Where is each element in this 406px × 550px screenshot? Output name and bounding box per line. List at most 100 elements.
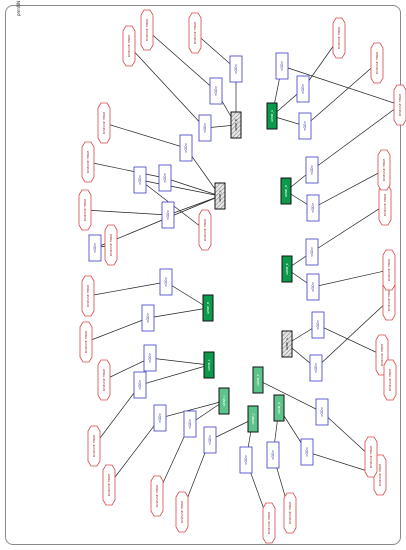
disease-node[interactable]: DISEASE TERM — [332, 17, 346, 59]
interaction-node[interactable]: <GO> — [266, 441, 280, 469]
disease-shape — [81, 141, 95, 183]
disease-label: DISEASE TERM — [337, 26, 341, 49]
disease-shape — [370, 42, 384, 84]
interaction-node[interactable]: <GO> — [143, 344, 157, 372]
interaction-label: <GO> — [164, 277, 168, 288]
disease-node[interactable]: DISEASE TERM — [87, 425, 101, 467]
disease-node[interactable]: DISEASE TERM — [102, 464, 116, 506]
disease-label: DISEASE TERM — [193, 21, 197, 44]
gene-box — [266, 102, 278, 130]
disease-label: DISEASE TERM — [387, 258, 391, 281]
gene-disease-edge — [285, 169, 385, 209]
disease-label: DISEASE TERM — [155, 484, 159, 507]
disease-node[interactable]: DISEASE TERM — [283, 492, 297, 534]
disease-node[interactable]: DISEASE TERM — [175, 491, 189, 533]
disease-node[interactable]: DISEASE TERM — [97, 102, 111, 144]
gene-node[interactable]: GENE_E — [281, 255, 293, 283]
interaction-node[interactable]: <GO> — [296, 75, 310, 103]
interaction-box — [311, 311, 325, 339]
disease-label: DISEASE TERM — [387, 288, 391, 311]
disease-node[interactable]: DISEASE TERM — [262, 502, 276, 544]
disease-node[interactable]: DISEASE TERM — [188, 12, 202, 54]
interaction-node[interactable]: <GO> — [153, 404, 167, 432]
disease-node[interactable]: DISEASE TERM — [79, 321, 93, 363]
interaction-node[interactable]: <GO> — [306, 194, 320, 222]
interaction-node[interactable]: <GO> — [311, 311, 325, 339]
interaction-node[interactable]: <GO> — [239, 446, 253, 474]
interaction-node[interactable]: <GO> — [315, 398, 329, 426]
disease-node[interactable]: DISEASE TERM — [104, 224, 118, 266]
disease-label: DISEASE TERM — [102, 111, 106, 134]
interaction-node[interactable]: <GO> — [179, 134, 193, 162]
gene-node[interactable]: GENE_B — [230, 111, 242, 139]
interaction-node[interactable]: <GO> — [159, 268, 173, 296]
interaction-node[interactable]: <GO> — [141, 304, 155, 332]
gene-box — [214, 182, 226, 210]
disease-node[interactable]: DISEASE TERM — [97, 359, 111, 401]
gene-node[interactable]: GENE_G — [281, 330, 293, 358]
disease-label: DISEASE TERM — [145, 18, 149, 41]
disease-shape — [262, 502, 276, 544]
interaction-label: <GO> — [305, 447, 309, 458]
interaction-label: <GO> — [271, 450, 275, 461]
gene-label: GENE_B — [234, 119, 238, 131]
interaction-node[interactable]: <GO> — [161, 201, 175, 229]
disease-node[interactable]: DISEASE TERM — [383, 359, 397, 401]
gene-node[interactable]: GENE_K — [273, 394, 285, 422]
disease-label: DISEASE TERM — [398, 93, 402, 116]
interaction-node[interactable]: <GO> — [275, 52, 289, 80]
disease-node[interactable]: DISEASE TERM — [378, 184, 392, 226]
interaction-box — [305, 238, 319, 266]
interaction-node[interactable]: <GO> — [229, 55, 243, 83]
interaction-node[interactable]: <GO> — [298, 112, 312, 140]
gene-node[interactable]: GENE_D — [280, 177, 292, 205]
gene-node[interactable]: GENE_C — [214, 182, 226, 210]
interaction-node[interactable]: <GO> — [88, 234, 102, 262]
interaction-node[interactable]: <GO> — [309, 354, 323, 382]
gene-node[interactable]: GENE_F — [252, 366, 264, 394]
disease-node[interactable]: DISEASE TERM — [198, 209, 212, 251]
disease-node[interactable]: DISEASE TERM — [81, 141, 95, 183]
disease-node[interactable]: DISEASE TERM — [370, 42, 384, 84]
interaction-node[interactable]: <GO> — [198, 114, 212, 142]
disease-shape — [104, 224, 118, 266]
interaction-node[interactable]: <GO> — [305, 238, 319, 266]
interaction-label: <GO> — [310, 165, 314, 176]
disease-node[interactable]: DISEASE TERM — [382, 249, 396, 291]
interaction-node[interactable]: <GO> — [203, 426, 217, 454]
disease-shape — [87, 425, 101, 467]
disease-node[interactable]: DISEASE TERM — [78, 189, 92, 231]
disease-node[interactable]: DISEASE TERM — [81, 275, 95, 317]
disease-label: DISEASE TERM — [127, 34, 131, 57]
gene-box — [230, 111, 242, 139]
gene-label: GENE_G — [285, 337, 289, 350]
node-layer: <GO> <GO> <GO> <GO> <GO> <GO> <GO> <GO> <GO> <GO>… — [78, 9, 406, 544]
gene-node[interactable]: GENE_A — [266, 102, 278, 130]
disease-node[interactable]: DISEASE TERM — [393, 84, 406, 126]
interaction-box — [266, 441, 280, 469]
interaction-node[interactable]: <GO> — [133, 371, 147, 399]
disease-node[interactable]: DISEASE TERM — [377, 149, 391, 191]
interaction-node[interactable]: <GO> — [209, 77, 223, 105]
gene-node[interactable]: GENE_J — [247, 405, 259, 433]
interaction-node[interactable]: <GO> — [305, 156, 319, 184]
disease-node[interactable]: DISEASE TERM — [140, 9, 154, 51]
gene-box — [281, 330, 293, 358]
gene-node[interactable]: GENE_H — [202, 294, 214, 322]
interaction-label: <GO> — [311, 282, 315, 293]
gene-node[interactable]: GENE_I — [218, 387, 230, 415]
interaction-node[interactable]: <GO> — [306, 273, 320, 301]
interaction-node[interactable]: <GO> — [158, 164, 172, 192]
interaction-box — [179, 134, 193, 162]
gene-node[interactable]: GENE_L — [203, 351, 215, 379]
disease-node[interactable]: DISEASE TERM — [364, 436, 378, 478]
interaction-node[interactable]: <GO> — [133, 166, 147, 194]
interaction-node[interactable]: <GO> — [300, 438, 314, 466]
disease-node[interactable]: DISEASE TERM — [122, 25, 136, 67]
gene-box — [273, 394, 285, 422]
interaction-node[interactable]: <GO> — [183, 410, 197, 438]
disease-shape — [81, 275, 95, 317]
interaction-box — [298, 112, 312, 140]
gene-disease-edge — [286, 204, 386, 270]
disease-node[interactable]: DISEASE TERM — [150, 475, 164, 517]
